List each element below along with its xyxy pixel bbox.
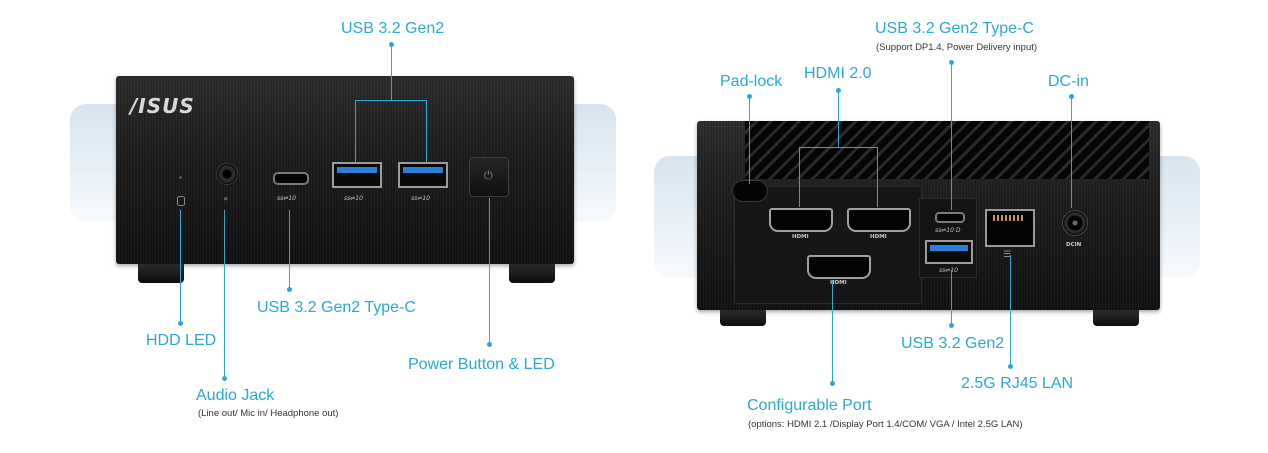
rj45-label: 2.5G RJ45 LAN [961,375,1073,393]
power-button-line [489,198,490,344]
rear-usb-a-port [925,240,973,264]
hdd-led-indicator [179,176,182,179]
hdd-led-dot [178,321,183,326]
configurable-panel [735,187,921,303]
front-usb-bracket-bar [355,100,427,101]
usb-typec-port [273,172,309,185]
hdmi-port-left [769,208,833,232]
rj45-port [985,209,1035,247]
dc-in-caption: DCIN [1066,242,1081,248]
front-foot-right [509,264,555,283]
padlock-line [749,96,750,184]
power-button[interactable]: ⏻ [470,158,508,196]
hdmi-port-configurable [807,255,871,279]
hdd-icon [177,196,185,206]
front-typec-line [289,210,290,290]
audio-jack-dot [222,376,227,381]
power-button-dot [487,342,492,347]
hdmi20-bar [799,147,878,148]
configurable-line [832,280,833,384]
padlock-slot [733,181,767,201]
rear-foot-left [720,310,766,326]
audio-jack-label: Audio Jack [196,387,274,405]
hdmi20-right [877,147,878,207]
audio-jack-note: (Line out/ Mic in/ Headphone out) [198,408,338,419]
configurable-label: Configurable Port [747,397,872,415]
configurable-note: (options: HDMI 2.1 /Display Port 1.4/COM… [748,419,1023,430]
usb-a-port-2 [398,162,448,188]
rear-typec-note: (Support DP1.4, Power Delivery input) [876,42,1037,53]
configurable-dot [830,381,835,386]
rear-usb-typec-mark: ss⇌10 D [935,227,960,234]
dc-in-port [1063,211,1087,235]
rear-typec-line [951,62,952,210]
usb-a-port-1-mark: ss⇌10 [344,195,363,202]
front-typec-dot [287,287,292,292]
power-button-label: Power Button & LED [408,356,555,374]
padlock-label: Pad-lock [720,73,782,91]
rear-usb-dot [949,323,954,328]
hdmi20-stem [838,90,839,148]
hdmi-port-right-caption: HDMI [870,234,887,240]
front-usb-gen2-label: USB 3.2 Gen2 [341,20,444,38]
usb-a-port-1 [332,162,382,188]
front-device: /ISUS ⚬ ss⇌10 ss⇌10 ss⇌10 ⏻ [116,76,574,264]
dcin-label: DC-in [1048,73,1089,91]
hdmi-port-left-caption: HDMI [792,234,809,240]
front-usb-bracket-left [355,100,356,162]
front-typec-label: USB 3.2 Gen2 Type-C [257,299,416,317]
usb-a-port-2-mark: ss⇌10 [411,195,430,202]
rj45-line [1010,255,1011,367]
hdmi20-label: HDMI 2.0 [804,65,872,83]
rear-usb-a-mark: ss⇌10 [939,267,958,274]
audio-jack-port [217,164,237,184]
rear-usb-label: USB 3.2 Gen2 [901,335,1004,353]
rear-vent [745,121,1149,179]
usb-typec-port-mark: ss⇌10 [277,195,296,202]
rear-usb-typec-port [935,212,965,223]
rear-typec-label: USB 3.2 Gen2 Type-C [875,20,1034,38]
power-icon: ⏻ [484,170,493,182]
audio-jack-line [224,210,225,378]
headphone-mic-icon: ⚬ [222,195,230,204]
hdd-led-label: HDD LED [146,332,216,350]
rear-io-panel [920,199,976,277]
front-usb-bracket-stem [391,46,392,101]
front-usb-gen2-dot [389,42,394,47]
hdmi-port-right [847,208,911,232]
hdmi20-left [799,147,800,207]
rear-foot-right [1093,310,1139,326]
hdd-led-line [180,210,181,323]
dcin-line [1071,96,1072,208]
front-foot-left [138,264,184,283]
asus-logo: /ISUS [130,94,195,118]
rear-device: HDMI HDMI HDMI ss⇌10 D ss⇌10 ☰ DCIN [697,121,1160,310]
rj45-dot [1008,364,1013,369]
front-usb-bracket-right [426,100,427,162]
rear-usb-line [951,270,952,326]
